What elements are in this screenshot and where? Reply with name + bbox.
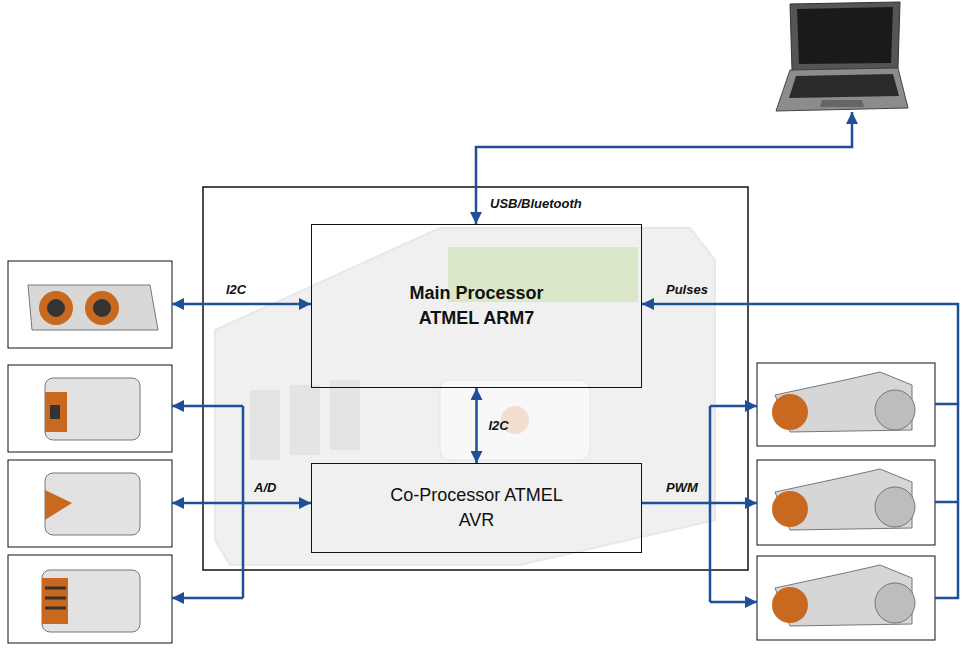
ultrasonic-sensor [8, 261, 172, 348]
signal-label: A/D [254, 480, 276, 495]
signal-label: Pulses [666, 282, 708, 297]
light-sensor [8, 365, 172, 452]
laptop-icon [776, 2, 908, 111]
node-text: Main Processor ATMEL ARM7 [382, 281, 572, 331]
housing-outline [203, 187, 748, 570]
sound-sensor [8, 555, 172, 643]
touch-sensor [8, 460, 172, 547]
servo-motor [757, 556, 935, 640]
processor-box: Co-Processor ATMEL AVR [311, 463, 642, 553]
node-text: Co-Processor ATMEL AVR [382, 483, 572, 533]
signal-wires [172, 112, 958, 602]
brick-image [215, 228, 715, 565]
processor-box: Main Processor ATMEL ARM7 [311, 224, 642, 388]
bus-connector [475, 388, 478, 463]
signal-label: PWM [666, 480, 698, 495]
bus-label: I2C [489, 418, 509, 433]
bus-label: USB/Bluetooth [490, 196, 582, 211]
servo-motor [757, 363, 935, 446]
servo-motor [757, 460, 935, 545]
bus-label: I2C [226, 282, 246, 297]
